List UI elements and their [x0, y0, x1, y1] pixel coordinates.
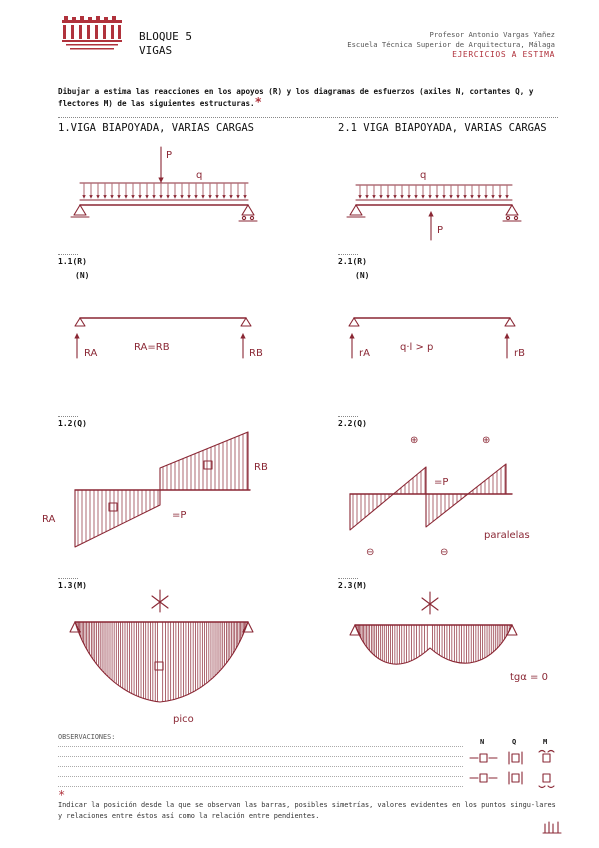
left-sub-n: (N)	[75, 271, 90, 280]
left-reactions-diagram: RA RB RA=RB	[74, 317, 263, 359]
obs-line	[58, 776, 463, 777]
observaciones-label: OBSERVACIONES:	[58, 733, 116, 741]
right-shear-paralelas: paralelas	[484, 530, 530, 541]
right-shear-p: =P	[434, 477, 448, 488]
right-shear-plus-2: ⊕	[482, 435, 490, 446]
right-shear-minus-1: ⊖	[366, 547, 374, 558]
instructions: Dibujar a estima las reacciones en los a…	[58, 86, 558, 109]
left-shear-rb: RB	[254, 462, 268, 473]
left-shear-diagram: RA RB =P	[42, 431, 268, 548]
obs-line	[58, 766, 463, 767]
right-moment-tangent: tgα = 0	[510, 672, 548, 683]
right-ra-label: rA	[359, 348, 370, 359]
bloque-topic: VIGAS	[139, 44, 173, 57]
right-sub-r: 2.1(R)	[338, 254, 367, 267]
section-divider	[58, 117, 558, 118]
right-shear-minus-2: ⊖	[440, 547, 448, 558]
left-ra-label: RA	[84, 348, 98, 359]
legend-glyphs	[469, 749, 562, 834]
legend-q: Q	[512, 738, 517, 746]
left-exercise-title: 1.VIGA BIAPOYADA, VARIAS CARGAS	[58, 122, 254, 134]
right-sub-m: 2.3(M)	[338, 578, 367, 591]
right-load-p: P	[437, 225, 443, 236]
legend-n: N	[480, 738, 485, 746]
right-exercise-title: 2.1 VIGA BIAPOYADA, VARIAS CARGAS	[338, 122, 547, 134]
right-sub-n: (N)	[355, 271, 370, 280]
obs-line	[58, 756, 463, 757]
right-load-q: q	[420, 170, 426, 181]
left-moment-pico: pico	[173, 714, 194, 725]
instructions-text: Dibujar a estima las reacciones en los a…	[58, 87, 534, 108]
left-load-q: q	[196, 170, 202, 181]
obs-line	[58, 786, 463, 787]
left-rb-label: RB	[249, 348, 263, 359]
legend-m: M	[543, 738, 548, 746]
school-name: Escuela Técnica Superior de Arquitectura…	[347, 40, 555, 49]
professor-name: Profesor Antonio Vargas Yañez	[429, 30, 556, 39]
instructions-asterisk: *	[254, 95, 262, 109]
left-load-p: P	[166, 150, 172, 161]
footnote: Indicar la posición desde la que se obse…	[58, 801, 556, 820]
right-shear-diagram: =P paralelas ⊕ ⊕ ⊖ ⊖	[349, 435, 530, 558]
right-rb-label: rB	[514, 348, 525, 359]
professor-block: Profesor Antonio Vargas Yañez Escuela Té…	[347, 30, 555, 60]
left-moment-diagram: pico	[69, 589, 254, 725]
obs-line	[58, 746, 463, 747]
footnote-asterisk: *	[58, 788, 66, 802]
left-sub-r: 1.1(R)	[58, 254, 87, 267]
right-sub-q: 2.2(Q)	[338, 416, 367, 429]
left-sub-q: 1.2(Q)	[58, 416, 87, 429]
left-sub-m: 1.3(M)	[58, 578, 87, 591]
left-beam-diagram: P q	[70, 146, 258, 222]
exercise-type: EJERCICIOS A ESTIMA	[452, 50, 555, 59]
right-reactions-diagram: rA rB q·l > p	[348, 317, 525, 359]
school-logo	[62, 16, 122, 50]
bloque-heading: BLOQUE 5 VIGAS	[139, 30, 192, 58]
right-shear-plus-1: ⊕	[410, 435, 418, 446]
left-reaction-relation: RA=RB	[134, 342, 170, 353]
left-shear-p: =P	[172, 510, 186, 521]
right-beam-diagram: P q	[346, 170, 522, 241]
right-moment-diagram: tgα = 0	[349, 591, 548, 683]
right-reaction-relation: q·l > p	[400, 342, 433, 353]
left-shear-ra: RA	[42, 514, 56, 525]
bloque-number: BLOQUE 5	[139, 30, 192, 43]
